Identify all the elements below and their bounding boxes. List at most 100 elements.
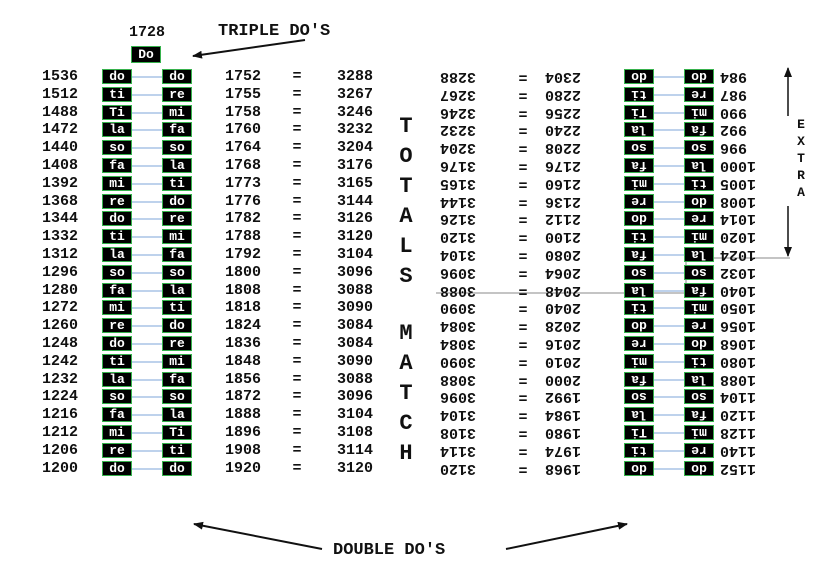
right-row-value-a: 1140 xyxy=(720,442,757,459)
right-row-value-b: 2080 xyxy=(545,246,582,263)
totals-match-letter: A xyxy=(399,351,413,376)
totals-match-letter: M xyxy=(399,321,413,346)
right-row-equals: = xyxy=(518,317,528,334)
left-row-solfege-2: re xyxy=(162,87,192,102)
extra-letter: E xyxy=(797,117,805,132)
right-row-solfege-1: do xyxy=(624,318,654,333)
left-row-equals: = xyxy=(292,121,302,138)
left-row-value-b: 1755 xyxy=(224,86,261,103)
left-row-equals: = xyxy=(292,460,302,477)
left-row-value-b: 1788 xyxy=(224,228,261,245)
right-row-equals: = xyxy=(518,388,528,405)
left-row-equals: = xyxy=(292,139,302,156)
left-row-value-b: 1824 xyxy=(224,317,261,334)
left-row-sum: 3096 xyxy=(336,388,373,405)
right-row-solfege-1: ti xyxy=(624,443,654,458)
double-dos-right-arrow xyxy=(505,521,628,550)
left-row-solfege-2: re xyxy=(162,211,192,226)
right-row-equals: = xyxy=(518,157,528,174)
left-row-solfege-1: do xyxy=(102,336,132,351)
top-number: 1728 xyxy=(128,24,165,41)
left-row-solfege-1: re xyxy=(102,318,132,333)
totals-match-letter: C xyxy=(399,411,413,436)
right-row-sum: 3246 xyxy=(440,104,477,121)
right-row-value-b: 2136 xyxy=(545,193,582,210)
left-row-sum: 3267 xyxy=(336,86,373,103)
right-row-value-b: 2064 xyxy=(545,264,582,281)
left-row-value-b: 1776 xyxy=(224,193,261,210)
right-row-equals: = xyxy=(518,424,528,441)
right-row-equals: = xyxy=(518,371,528,388)
left-row-value-b: 1792 xyxy=(224,246,261,263)
right-row-solfege-1: so xyxy=(624,389,654,404)
right-row-value-b: 1984 xyxy=(545,406,582,423)
right-row-solfege-2: so xyxy=(684,265,714,280)
left-row-value-a: 1224 xyxy=(41,388,78,405)
right-row-sum: 3084 xyxy=(440,317,477,334)
left-row-solfege-2: mi xyxy=(162,354,192,369)
left-row-value-b: 1764 xyxy=(224,139,261,156)
right-row-value-b: 2240 xyxy=(545,121,582,138)
left-row-equals: = xyxy=(292,442,302,459)
right-row-sum: 3090 xyxy=(440,299,477,316)
right-row-solfege-2: la xyxy=(684,158,714,173)
right-row-solfege-1: ti xyxy=(624,229,654,244)
right-row-solfege-1: do xyxy=(624,211,654,226)
left-row-value-a: 1260 xyxy=(41,317,78,334)
right-row-solfege-1: fa xyxy=(624,372,654,387)
left-row-solfege-2: la xyxy=(162,283,192,298)
left-row-sum: 3176 xyxy=(336,157,373,174)
left-row-value-b: 1758 xyxy=(224,104,261,121)
top-do-box: Do xyxy=(131,46,161,63)
right-row-solfege-2: fa xyxy=(684,283,714,298)
left-row-sum: 3104 xyxy=(336,406,373,423)
left-row-value-a: 1242 xyxy=(41,353,78,370)
left-row-solfege-2: la xyxy=(162,158,192,173)
right-row-solfege-1: Ti xyxy=(624,105,654,120)
left-row-solfege-1: do xyxy=(102,69,132,84)
right-row-equals: = xyxy=(518,246,528,263)
left-row-solfege-1: Ti xyxy=(102,105,132,120)
totals-match-letter: T xyxy=(399,381,413,406)
right-row-value-b: 1980 xyxy=(545,424,582,441)
right-row-solfege-1: so xyxy=(624,265,654,280)
left-row-sum: 3246 xyxy=(336,104,373,121)
left-row-value-b: 1888 xyxy=(224,406,261,423)
left-row-solfege-1: fa xyxy=(102,283,132,298)
right-row-value-b: 2000 xyxy=(545,371,582,388)
left-row-sum: 3232 xyxy=(336,121,373,138)
left-row-solfege-1: so xyxy=(102,140,132,155)
right-row-solfege-1: la xyxy=(624,283,654,298)
right-row-equals: = xyxy=(518,299,528,316)
right-row-equals: = xyxy=(518,175,528,192)
right-row-sum: 3165 xyxy=(440,175,477,192)
left-row-sum: 3096 xyxy=(336,264,373,281)
left-row-solfege-2: do xyxy=(162,461,192,476)
left-row-value-a: 1206 xyxy=(41,442,78,459)
left-row-solfege-1: re xyxy=(102,443,132,458)
right-row-value-b: 2208 xyxy=(545,139,582,156)
right-row-sum: 3126 xyxy=(440,210,477,227)
right-row-solfege-1: re xyxy=(624,336,654,351)
right-row-solfege-1: fa xyxy=(624,158,654,173)
totals-match-letter: L xyxy=(399,234,413,259)
right-row-equals: = xyxy=(518,68,528,85)
left-row-sum: 3108 xyxy=(336,424,373,441)
left-row-equals: = xyxy=(292,104,302,121)
left-row-solfege-1: mi xyxy=(102,176,132,191)
left-row-equals: = xyxy=(292,388,302,405)
left-row-solfege-2: so xyxy=(162,389,192,404)
right-row-value-b: 2010 xyxy=(545,353,582,370)
right-row-solfege-1: la xyxy=(624,407,654,422)
right-row-value-b: 2048 xyxy=(545,282,582,299)
right-row-value-b: 2100 xyxy=(545,228,582,245)
left-row-equals: = xyxy=(292,299,302,316)
right-row-solfege-2: la xyxy=(684,372,714,387)
right-row-value-b: 2016 xyxy=(545,335,582,352)
left-row-value-a: 1212 xyxy=(41,424,78,441)
left-row-solfege-1: fa xyxy=(102,158,132,173)
right-row-value-b: 2160 xyxy=(545,175,582,192)
left-row-value-b: 1752 xyxy=(224,68,261,85)
